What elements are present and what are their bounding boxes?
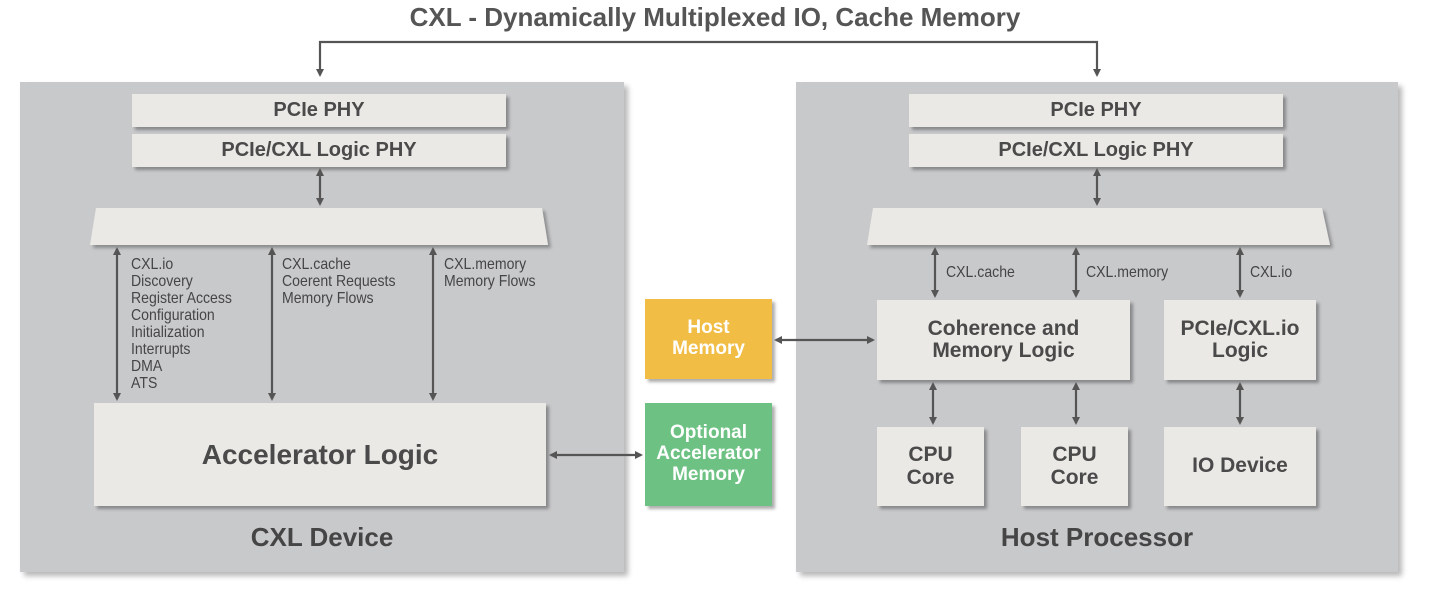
device-pcie-phy: PCIe PHY [132, 94, 506, 127]
cpu-core-2: CPU Core [1021, 427, 1128, 506]
cxl-device-label: CXL Device [250, 522, 394, 552]
device-memory-line: CXL.memory [444, 256, 527, 273]
coherence-memory-logic: Coherence and Memory Logic [877, 300, 1130, 380]
device-io-line: CXL.io [131, 256, 174, 273]
accelerator-logic: Accelerator Logic [94, 403, 546, 506]
title-connector [316, 40, 1101, 77]
device-cache-line: CXL.cache [282, 256, 351, 273]
host-memory: Host Memory [645, 299, 772, 379]
cpu-core-1: CPU Core [877, 427, 984, 506]
host-cache-label: CXL.cache [946, 264, 1015, 281]
optional-accelerator-memory: Optional Accelerator Memory [645, 403, 772, 506]
host-memory-label: CXL.memory [1086, 264, 1169, 281]
host-io-label: CXL.io [1250, 264, 1293, 281]
host-pcie-phy: PCIe PHY [909, 94, 1283, 127]
diagram-title: CXL - Dynamically Multiplexed IO, Cache … [409, 2, 1021, 32]
device-io-line: DMA [131, 358, 163, 375]
io-device: IO Device [1164, 427, 1316, 506]
host-processor-label: Host Processor [1000, 522, 1194, 552]
device-cxl-io-text: CXL.io Discovery Register Access Configu… [131, 256, 246, 392]
device-io-line: Initialization [131, 324, 205, 341]
device-io-line: Register Access [131, 290, 232, 307]
device-cache-line: Coerent Requests [282, 273, 396, 290]
device-io-line: Interrupts [131, 341, 191, 358]
device-io-line: Discovery [131, 273, 193, 290]
device-cxl-cache-text: CXL.cache Coerent Requests Memory Flows [282, 256, 411, 307]
device-logic-phy: PCIe/CXL Logic PHY [132, 134, 506, 167]
pcie-cxl-io-logic: PCIe/CXL.io Logic [1164, 300, 1316, 380]
host-logic-phy: PCIe/CXL Logic PHY [909, 134, 1283, 167]
host-cxl-cache-text: CXL.cache [946, 264, 1024, 281]
device-io-line: Configuration [131, 307, 215, 324]
device-cxl-memory-text: CXL.memory Memory Flows [444, 256, 548, 290]
host-cxl-io-text: CXL.io [1250, 264, 1298, 281]
device-io-line: ATS [131, 375, 158, 392]
host-cxl-memory-text: CXL.memory [1086, 264, 1179, 281]
device-cache-line: Memory Flows [282, 290, 374, 307]
device-memory-line: Memory Flows [444, 273, 536, 290]
